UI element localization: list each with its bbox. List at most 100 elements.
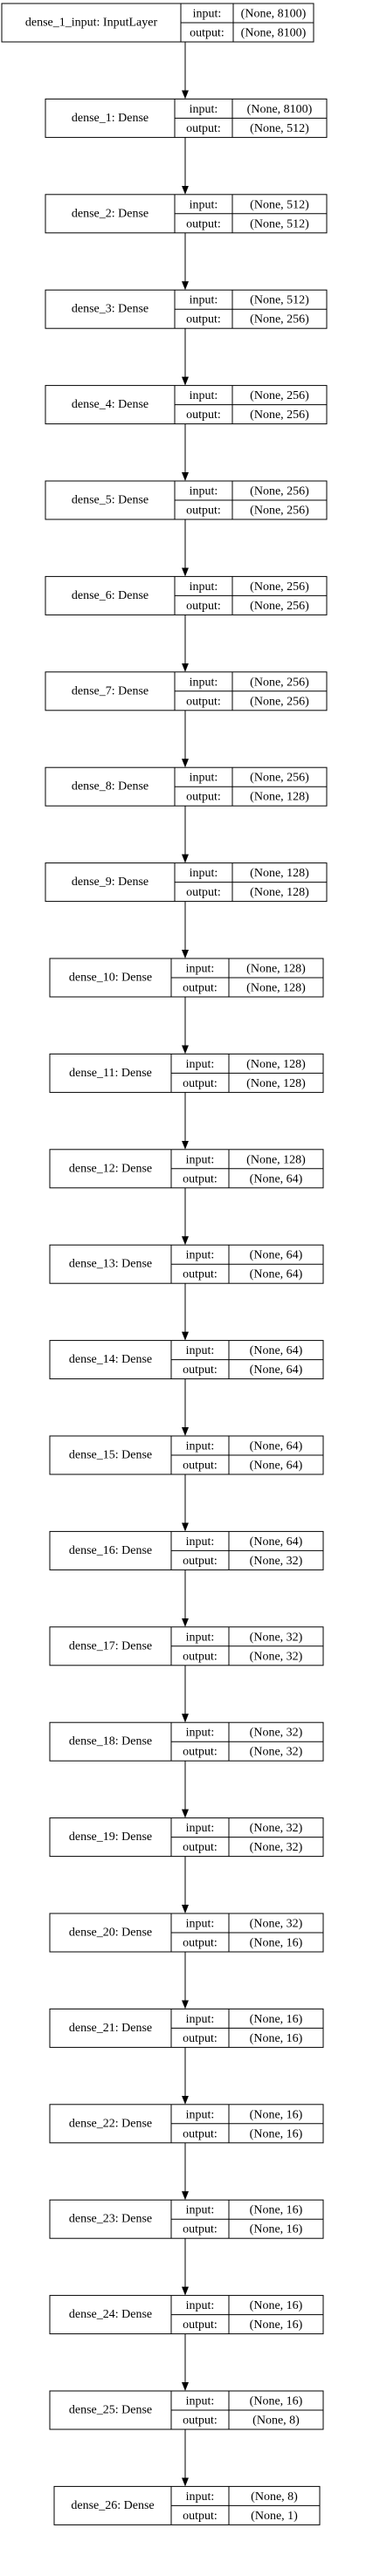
input-port-label: input: — [186, 1535, 215, 1549]
input-port-label: input: — [190, 389, 218, 402]
output-port-label: output: — [186, 505, 221, 518]
output-port-label: output: — [183, 2318, 218, 2332]
output-port-label: output: — [186, 791, 221, 804]
input-shape: (None, 512) — [250, 294, 309, 307]
output-port-label: output: — [183, 2510, 218, 2523]
layer-name: dense_15: Dense — [69, 1449, 152, 1462]
output-shape: (None, 16) — [250, 2223, 303, 2236]
layer-name: dense_19: Dense — [69, 1831, 152, 1844]
layer-name: dense_16: Dense — [69, 1544, 152, 1557]
input-shape: (None, 512) — [250, 198, 309, 211]
input-port-label: input: — [193, 8, 222, 21]
input-shape: (None, 128) — [246, 963, 306, 976]
output-shape: (None, 64) — [250, 1364, 303, 1377]
output-shape: (None, 256) — [250, 409, 309, 422]
layer-name: dense_7: Dense — [72, 684, 149, 697]
output-port-label: output: — [183, 2223, 218, 2236]
layer-name: dense_3: Dense — [72, 303, 149, 316]
input-port-label: input: — [190, 294, 218, 307]
input-shape: (None, 16) — [250, 2204, 303, 2217]
output-port-label: output: — [183, 982, 218, 995]
layer-name: dense_22: Dense — [69, 2117, 152, 2130]
input-shape: (None, 64) — [250, 1344, 303, 1357]
output-shape: (None, 32) — [250, 1650, 303, 1663]
input-port-label: input: — [186, 1058, 215, 1071]
input-port-label: input: — [186, 1822, 215, 1835]
output-shape: (None, 16) — [250, 1937, 303, 1950]
layer-name: dense_23: Dense — [69, 2213, 152, 2226]
layer-name: dense_2: Dense — [72, 207, 149, 220]
input-shape: (None, 256) — [250, 772, 309, 785]
output-shape: (None, 256) — [250, 600, 309, 613]
output-port-label: output: — [186, 695, 221, 708]
output-shape: (None, 256) — [250, 313, 309, 326]
layer-name: dense_9: Dense — [72, 876, 149, 889]
layer-node: dense_3: Dense input: output: (None, 512) (N… — [45, 289, 328, 329]
output-port-label: output: — [183, 1746, 218, 1759]
layer-name: dense_13: Dense — [69, 1258, 152, 1271]
input-port-label: input: — [186, 1153, 215, 1166]
input-shape: (None, 256) — [250, 485, 309, 498]
input-port-label: input: — [186, 2108, 215, 2121]
output-port-label: output: — [186, 313, 221, 326]
input-shape: (None, 128) — [246, 1058, 306, 1071]
output-shape: (None, 256) — [250, 505, 309, 518]
input-port-label: input: — [186, 1631, 215, 1644]
layer-name: dense_5: Dense — [72, 494, 149, 507]
layer-name: dense_20: Dense — [69, 1927, 152, 1940]
output-port-label: output: — [183, 1841, 218, 1854]
layer-name: dense_1: Dense — [72, 112, 149, 125]
input-shape: (None, 128) — [246, 1153, 306, 1166]
input-shape: (None, 32) — [250, 1822, 303, 1835]
layer-node: dense_1_input: InputLayerinput:output:(N… — [1, 3, 314, 43]
input-port-label: input: — [186, 2395, 215, 2408]
output-port-label: output: — [183, 1460, 218, 1473]
layer-name: dense_1_input: InputLayer — [25, 17, 158, 30]
input-port-label: input: — [186, 1727, 215, 1740]
layer-name: dense_8: Dense — [72, 780, 149, 793]
layer-name: dense_10: Dense — [69, 972, 152, 985]
output-port-label: output: — [183, 1172, 218, 1185]
layer-name: dense_14: Dense — [69, 1353, 152, 1366]
output-shape: (None, 256) — [250, 695, 309, 708]
input-shape: (None, 128) — [250, 867, 309, 880]
input-shape: (None, 256) — [250, 389, 309, 402]
input-shape: (None, 8100) — [241, 8, 307, 21]
output-port-label: output: — [183, 2127, 218, 2140]
input-shape: (None, 16) — [250, 2013, 303, 2026]
input-shape: (None, 16) — [250, 2395, 303, 2408]
input-port-label: input: — [186, 2204, 215, 2217]
output-shape: (None, 32) — [250, 1841, 303, 1854]
output-shape: (None, 16) — [250, 2032, 303, 2045]
layer-name: dense_6: Dense — [72, 589, 149, 602]
output-port-label: output: — [183, 1937, 218, 1950]
layer-name: dense_25: Dense — [69, 2404, 152, 2417]
output-shape: (None, 32) — [250, 1746, 303, 1759]
output-shape: (None, 128) — [250, 886, 309, 899]
input-port-label: input: — [186, 1918, 215, 1931]
output-shape: (None, 128) — [246, 1077, 306, 1090]
output-port-label: output: — [186, 886, 221, 899]
output-port-label: output: — [183, 1650, 218, 1663]
input-port-label: input: — [186, 2013, 215, 2026]
input-port-label: input: — [190, 198, 218, 211]
nodes: dense_1_input: InputLayer input: output: (N… — [1, 3, 328, 2525]
output-port-label: output: — [186, 600, 221, 613]
output-shape: (None, 64) — [250, 1172, 303, 1185]
input-shape: (None, 64) — [250, 1440, 303, 1453]
